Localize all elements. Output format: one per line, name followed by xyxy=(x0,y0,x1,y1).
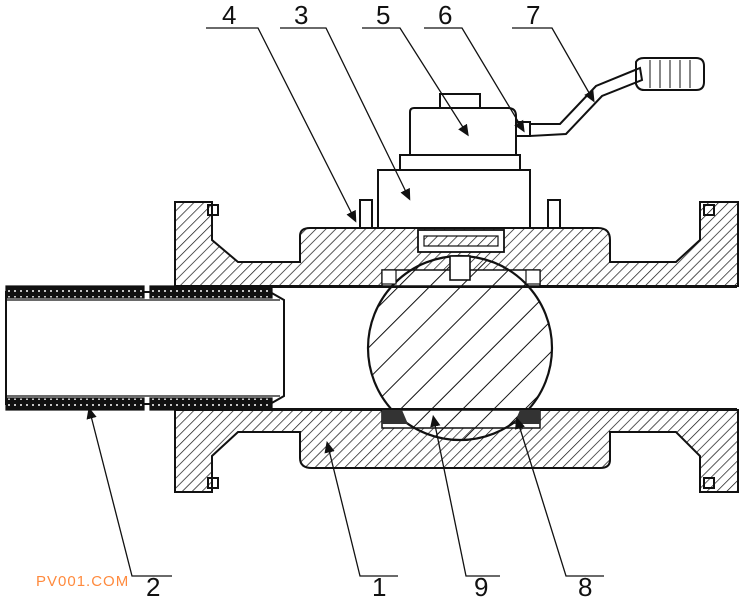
connecting-pipe xyxy=(5,285,285,411)
label-part-5: 5 xyxy=(376,0,390,30)
watermark: PV001.COM xyxy=(36,573,129,590)
label-part-2: 2 xyxy=(146,572,160,602)
ball xyxy=(366,254,554,442)
ball-seats xyxy=(381,269,541,424)
actuator-head xyxy=(399,93,521,171)
label-part-6: 6 xyxy=(438,0,452,30)
handle xyxy=(515,57,705,138)
leader-lines xyxy=(86,27,604,577)
stem-seal xyxy=(417,229,505,253)
label-part-9: 9 xyxy=(474,572,488,602)
label-part-7: 7 xyxy=(526,0,540,30)
bracket xyxy=(359,169,561,229)
label-part-8: 8 xyxy=(578,572,592,602)
label-part-4: 4 xyxy=(222,0,236,30)
label-part-1: 1 xyxy=(372,572,386,602)
label-part-3: 3 xyxy=(294,0,308,30)
